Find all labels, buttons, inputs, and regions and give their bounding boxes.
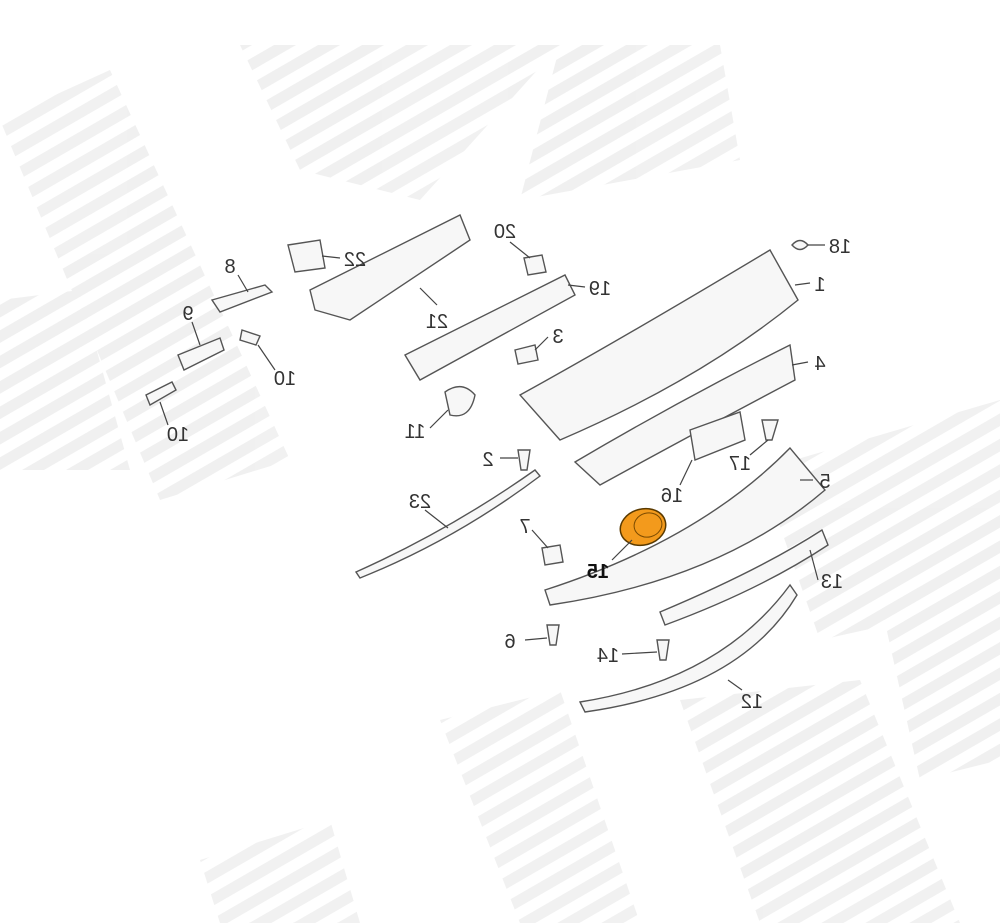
callout-8[interactable]: 8 xyxy=(224,256,235,278)
watermark xyxy=(0,45,1000,923)
part-7-nut xyxy=(541,544,564,566)
part-11-foglamp xyxy=(444,386,476,417)
part-4-bumper-lower xyxy=(573,343,796,486)
part-6-screw xyxy=(546,624,560,646)
part-1-bumper-cover xyxy=(518,249,799,441)
callout-21[interactable]: 21 xyxy=(426,311,448,333)
part-21-reinforcement-bar xyxy=(309,214,471,321)
leader-lines xyxy=(159,241,825,691)
callout-19[interactable]: 19 xyxy=(589,278,611,300)
part-19-absorber xyxy=(404,274,576,381)
callout-12[interactable]: 12 xyxy=(741,691,763,713)
part-10-bolt xyxy=(239,329,261,346)
part-10-bolt xyxy=(145,381,177,407)
callout-10[interactable]: 10 xyxy=(167,424,189,446)
callout-23[interactable]: 23 xyxy=(409,491,431,513)
callout-labels: 8 22 20 18 1 19 9 21 3 10 4 10 11 2 17 1… xyxy=(167,221,851,713)
callout-13[interactable]: 13 xyxy=(821,571,843,593)
callout-18[interactable]: 18 xyxy=(829,236,851,258)
callout-5[interactable]: 5 xyxy=(819,471,830,493)
callout-11[interactable]: 11 xyxy=(405,421,426,443)
callout-22[interactable]: 22 xyxy=(344,249,366,271)
callout-14[interactable]: 14 xyxy=(597,645,619,667)
callout-6[interactable]: 6 xyxy=(504,631,515,653)
part-16-plate-bracket xyxy=(689,411,746,461)
callout-2[interactable]: 2 xyxy=(482,449,493,471)
callout-17[interactable]: 17 xyxy=(729,453,751,475)
part-3-clip xyxy=(514,344,539,365)
callout-20[interactable]: 20 xyxy=(494,221,516,243)
callout-7[interactable]: 7 xyxy=(519,516,530,538)
part-22-bracket xyxy=(287,239,326,273)
part-23-trim-strip xyxy=(354,469,542,579)
part-12-trim-strip xyxy=(578,583,798,713)
callout-3[interactable]: 3 xyxy=(552,326,563,348)
part-15-highlighted-cover[interactable] xyxy=(616,504,670,551)
part-14-screw xyxy=(656,639,670,661)
part-8-bracket xyxy=(210,284,274,313)
part-5-lower-panel xyxy=(544,446,826,606)
part-20-clip xyxy=(523,254,547,276)
part-18-clip xyxy=(791,239,809,251)
parts xyxy=(145,214,829,713)
part-9-bracket xyxy=(177,337,225,371)
part-17-screw xyxy=(761,419,779,441)
callout-4[interactable]: 4 xyxy=(814,353,825,375)
callout-1[interactable]: 1 xyxy=(814,274,825,296)
part-13-skid-plate xyxy=(659,528,829,626)
callout-9[interactable]: 9 xyxy=(182,303,193,325)
callout-15[interactable]: 15 xyxy=(587,561,609,583)
callout-10[interactable]: 10 xyxy=(274,368,296,390)
part-2-screw xyxy=(517,449,531,471)
callout-16[interactable]: 16 xyxy=(661,485,683,507)
